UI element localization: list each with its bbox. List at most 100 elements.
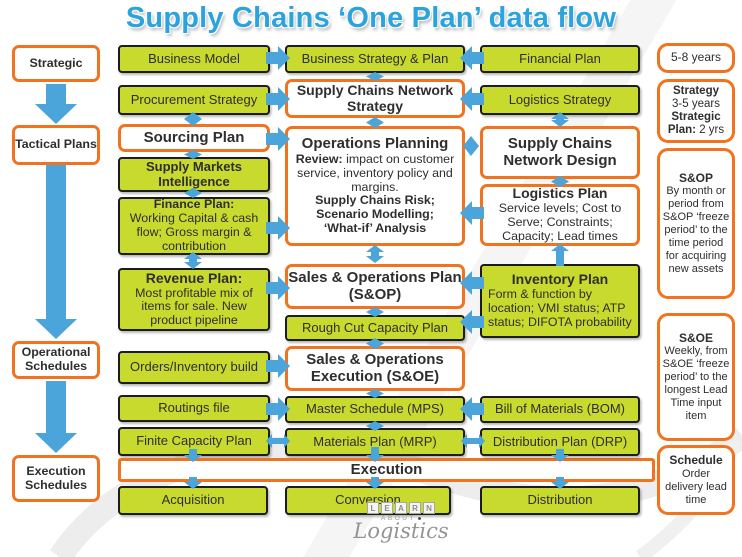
sales-operations-execution-label: Sales & Operations Execution (S&OE): [306, 350, 444, 385]
revenue-plan-body: Most profitable mix of items for sale. N…: [135, 285, 253, 328]
box-supply-chains-network-design: Supply Chains Network Design: [480, 126, 640, 179]
logo-letter-e: E: [381, 502, 393, 514]
sop-timing-title: S&OP: [678, 171, 713, 186]
business-strategy-plan-label: Business Strategy & Plan: [301, 50, 449, 66]
logo-script-wordmark: Logistics: [353, 519, 449, 543]
rough-cut-capacity-plan-label: Rough Cut Capacity Plan: [302, 319, 448, 335]
rail-tactical-label: Tactical Plans: [15, 137, 97, 152]
operations-planning-line-scenario: Scenario Modelling;: [316, 207, 434, 222]
procurement-strategy-label: Procurement Strategy: [130, 91, 258, 107]
revenue-plan-title: Revenue Plan:: [145, 269, 243, 286]
box-finite-capacity-plan: Finite Capacity Plan: [118, 427, 270, 456]
arrow-operational-to-execution-schedules: [35, 381, 77, 453]
arrow-operations-planning-to-sop: [366, 245, 384, 263]
box-execution-bar: Execution: [118, 458, 655, 482]
sales-operations-plan-label: Sales & Operations Plan (S&OP): [288, 268, 462, 303]
finance-plan-body: Working Capital & cash flow; Gross margi…: [129, 211, 259, 253]
logo-about-label: ABOUT: [381, 515, 416, 522]
timing-5-8-years: 5-8 years: [657, 43, 735, 73]
plan-label: Plan:: [667, 123, 696, 136]
plan-value: 2 yrs: [699, 123, 725, 136]
rail-execution-schedules: Execution Schedules: [12, 455, 100, 502]
business-model-label: Business Model: [148, 50, 240, 66]
box-business-strategy-plan: Business Strategy & Plan: [285, 45, 465, 73]
box-distribution: Distribution: [480, 486, 640, 515]
logo-letter-l: L: [367, 502, 379, 514]
box-acquisition: Acquisition: [118, 486, 268, 515]
schedule-timing-title: Schedule: [669, 453, 723, 468]
box-master-schedule: Master Schedule (MPS): [285, 396, 465, 423]
logo-letter-a: A: [395, 502, 407, 514]
arrow-tactical-to-operational: [35, 165, 77, 339]
sop-timing-body: By month or period from S&OP ‘freeze per…: [662, 185, 730, 275]
operations-planning-line-whatif: ‘What-if’ Analysis: [323, 221, 427, 236]
timing-soe: S&OE Weekly, from S&OE ‘freeze period’ t…: [657, 313, 735, 441]
operations-planning-review: Review: impact on customer service, inve…: [290, 151, 460, 195]
inventory-plan-body: Form & function by location; VMI status;…: [488, 287, 632, 329]
timing-schedule: Schedule Order delivery lead time: [657, 445, 735, 515]
logo-dot: [417, 517, 421, 520]
box-distribution-plan: Distribution Plan (DRP): [480, 428, 640, 456]
orders-inventory-build-label: Orders/Inventory build: [130, 359, 258, 375]
inventory-plan-title: Inventory Plan: [511, 271, 609, 288]
distribution-label: Distribution: [527, 492, 593, 508]
page-title: Supply Chains ‘One Plan’ data flow: [125, 2, 617, 34]
soe-timing-body: Weekly, from S&OE ‘freeze period’ to the…: [662, 345, 730, 423]
strategic-plan-line: Plan: 2 yrs: [668, 124, 724, 137]
arrow-inventory-to-logistics-plan: [551, 244, 569, 266]
supply-markets-intelligence-label: Supply Markets Intelligence: [145, 158, 243, 189]
box-financial-plan: Financial Plan: [480, 45, 640, 73]
box-materials-plan: Materials Plan (MRP): [285, 428, 465, 456]
logo-letter-n: N: [423, 502, 435, 514]
arrow-strategic-to-tactical: [35, 84, 77, 124]
box-rough-cut-capacity-plan: Rough Cut Capacity Plan: [285, 315, 465, 341]
soe-timing-title: S&OE: [678, 331, 713, 346]
box-finance-plan: Finance Plan: Working Capital & cash flo…: [118, 197, 270, 255]
supply-chains-network-design-label: Supply Chains Network Design: [503, 134, 617, 169]
distribution-plan-label: Distribution Plan (DRP): [492, 433, 628, 449]
sourcing-plan-label: Sourcing Plan: [143, 128, 245, 146]
master-schedule-label: Master Schedule (MPS): [306, 401, 444, 417]
timing-strategy: Strategy 3-5 years Strategic Plan: 2 yrs: [657, 79, 735, 143]
rail-operational-schedules: Operational Schedules: [12, 341, 100, 379]
operations-planning-line-risk: Supply Chains Risk;: [315, 193, 435, 208]
rail-tactical-plans: Tactical Plans: [12, 125, 100, 165]
execution-bar-label: Execution: [350, 460, 423, 478]
timing-5-8-years-label: 5-8 years: [670, 50, 722, 65]
materials-plan-label: Materials Plan (MRP): [313, 433, 437, 449]
logo-letter-r: R: [409, 502, 421, 514]
rail-execution-label: Execution Schedules: [25, 463, 87, 492]
box-sales-operations-plan: Sales & Operations Plan (S&OP): [285, 264, 465, 309]
strategy-label: Strategy: [672, 85, 720, 98]
learn-about-logistics-logo: L E A R N ABOUT Logistics: [336, 502, 466, 543]
box-revenue-plan: Revenue Plan: Most profitable mix of ite…: [118, 268, 270, 331]
box-sales-operations-execution: Sales & Operations Execution (S&OE): [285, 346, 465, 391]
box-procurement-strategy: Procurement Strategy: [118, 85, 270, 115]
logo-about-row: ABOUT: [381, 515, 421, 522]
logo-learn-letters: L E A R N: [367, 502, 435, 514]
box-supply-markets-intelligence: Supply Markets Intelligence: [118, 157, 270, 192]
box-logistics-plan: Logistics Plan Service levels; Cost to S…: [480, 184, 640, 246]
box-orders-inventory-build: Orders/Inventory build: [118, 351, 270, 384]
rail-strategic: Strategic: [12, 45, 100, 82]
box-business-model: Business Model: [118, 45, 270, 73]
finance-plan-title: Finance Plan:: [153, 197, 235, 212]
bill-of-materials-label: Bill of Materials (BOM): [494, 401, 626, 417]
financial-plan-label: Financial Plan: [519, 50, 601, 66]
finite-capacity-plan-label: Finite Capacity Plan: [136, 433, 252, 449]
box-bill-of-materials: Bill of Materials (BOM): [480, 396, 640, 423]
logistics-plan-body: Service levels; Cost to Serve; Constrain…: [498, 201, 622, 243]
strategic-label: Strategic: [671, 111, 721, 123]
operations-planning-review-text: impact on customer service, inventory po…: [297, 151, 455, 194]
box-logistics-strategy: Logistics Strategy: [480, 85, 640, 115]
box-sourcing-plan: Sourcing Plan: [118, 124, 270, 152]
arrow-operations-planning-network-design-link: [463, 136, 479, 156]
schedule-timing-body: Order delivery lead time: [665, 467, 727, 506]
box-inventory-plan: Inventory Plan Form & function by locati…: [480, 264, 640, 338]
operations-planning-review-label: Review:: [295, 151, 343, 166]
operations-planning-title: Operations Planning: [301, 134, 449, 152]
logistics-plan-title: Logistics Plan: [512, 185, 608, 202]
strategy-years: 3-5 years: [672, 98, 720, 111]
supply-chains-network-strategy-label: Supply Chains Network Strategy: [296, 81, 454, 114]
